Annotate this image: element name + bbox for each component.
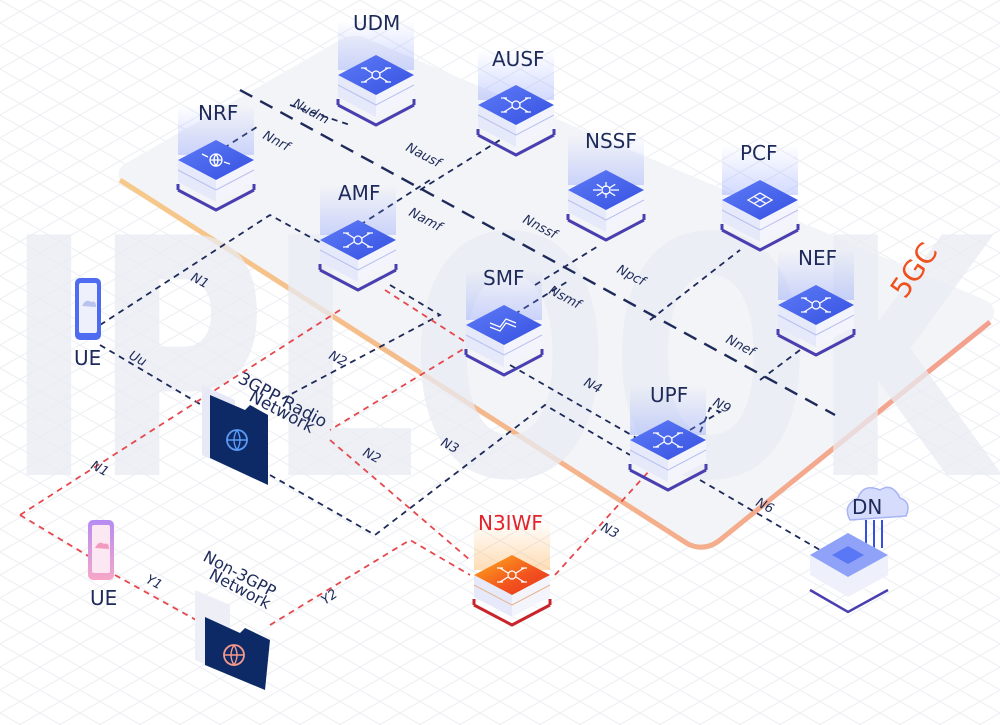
amf-label: AMF: [338, 181, 380, 205]
grid-icon: [746, 192, 774, 208]
n2-link: [279, 284, 442, 401]
ausf-node[interactable]: [476, 50, 556, 157]
nssf-node[interactable]: [566, 135, 646, 242]
cloud-icon: [846, 486, 909, 521]
drone-icon: [501, 97, 531, 113]
nrf-node[interactable]: [176, 105, 256, 212]
flow-icon: [489, 318, 517, 332]
label-n3-dark: N3: [438, 435, 461, 457]
ue-non3gpp-label: UE: [90, 586, 117, 610]
radio-network[interactable]: 3GPP Radio Network: [202, 369, 330, 485]
label-n2-bottom: N2: [360, 445, 383, 467]
nef-label: NEF: [798, 246, 837, 270]
n3iwf-label: N3IWF: [478, 511, 543, 535]
sbi-bus: [239, 88, 836, 417]
cloud-icon: [95, 542, 109, 549]
n4-link: [509, 364, 641, 441]
udm-label: UDM: [353, 11, 400, 35]
sbi-bus-line: [239, 88, 836, 417]
drone-icon: [653, 432, 683, 448]
label-n3-red: N3: [598, 520, 621, 542]
drone-icon: [343, 232, 373, 248]
n3-link: [269, 403, 631, 537]
upf-node[interactable]: [628, 385, 708, 492]
drone-icon: [497, 567, 527, 583]
drone-icon: [801, 297, 831, 313]
nrf-label: NRF: [198, 101, 238, 125]
pcf-link: [649, 249, 741, 321]
ue-non3gpp[interactable]: UE: [88, 520, 117, 610]
cloud-icon: [82, 300, 96, 307]
udm-node[interactable]: [336, 20, 416, 127]
n1-link: [99, 213, 331, 326]
ue-3gpp[interactable]: UE: [74, 278, 101, 370]
core-platform: [118, 36, 995, 550]
n1-red-ue-link: [19, 514, 96, 561]
nssf-link: [534, 244, 601, 286]
y2-link: [269, 538, 471, 626]
drone-icon: [361, 67, 391, 83]
ausf-label: AUSF: [492, 47, 545, 71]
pcf-node[interactable]: [720, 145, 800, 252]
label-n1-bottom: N1: [88, 458, 111, 480]
node-labels: UDM AUSF NRF NSSF PCF AMF NEF SMF UPF N3…: [198, 11, 837, 535]
amf-node[interactable]: [318, 185, 398, 292]
nef-node[interactable]: [776, 250, 856, 357]
n3iwf-node[interactable]: [472, 520, 552, 627]
label-y1: Y1: [143, 572, 164, 593]
pcf-label: PCF: [740, 141, 778, 165]
n2-red-n3iwf-link: [329, 439, 471, 561]
label-n9: N9: [710, 395, 733, 417]
label-n2-top: N2: [326, 348, 349, 370]
nssf-label: NSSF: [585, 129, 637, 153]
label-n4: N4: [581, 375, 604, 397]
n6-link: [699, 479, 821, 551]
dn-node[interactable]: DN: [809, 486, 909, 614]
label-n1-top: N1: [188, 270, 211, 292]
smf-node[interactable]: [464, 270, 544, 377]
dn-label: DN: [852, 495, 882, 519]
hub-icon: [593, 182, 619, 198]
label-n6: N6: [753, 495, 776, 517]
ue-3gpp-label: UE: [74, 346, 101, 370]
nodes-group: [176, 20, 856, 627]
label-uu: Uu: [126, 348, 149, 370]
n1-red-link: [19, 309, 341, 516]
ausf-link: [419, 139, 501, 191]
nef-link: [759, 349, 801, 381]
upf-label: UPF: [650, 383, 688, 407]
n3-red-link: [554, 469, 651, 576]
globe-icon: [201, 153, 231, 168]
smf-label: SMF: [483, 266, 524, 290]
